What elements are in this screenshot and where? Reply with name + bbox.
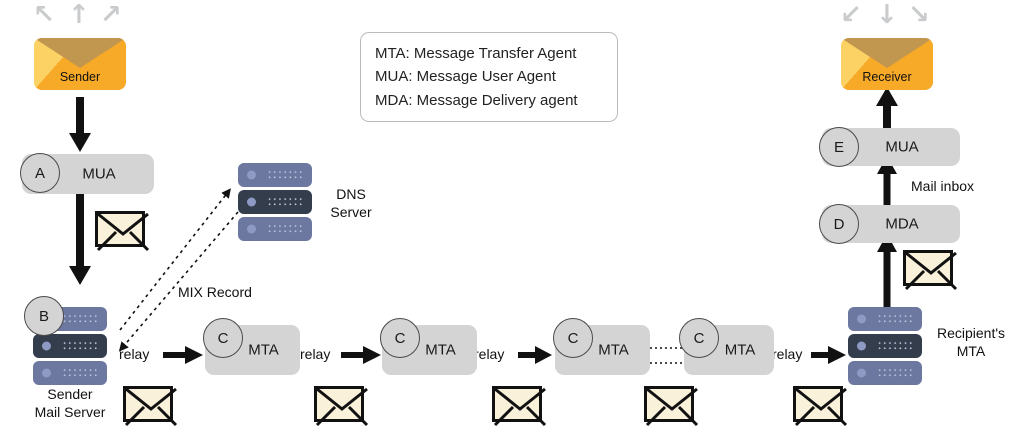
sender-mua-badge: A — [20, 153, 60, 193]
mta-label-1: MTA — [248, 341, 279, 359]
relay-arrow-3 — [518, 346, 552, 364]
mta-badge-3: C — [553, 318, 593, 358]
mta-box-4[interactable]: MTA — [684, 325, 774, 375]
mta-badge-4: C — [679, 318, 719, 358]
sender-mail-server-rack — [33, 307, 107, 385]
message-envelope-icon-4 — [492, 386, 547, 427]
relay-label-4: relay — [772, 346, 803, 362]
message-envelope-icon-3 — [314, 386, 369, 427]
relay-arrow-1 — [163, 346, 203, 364]
message-envelope-icon-2 — [123, 386, 178, 427]
relay-label-1: relay — [119, 346, 150, 362]
message-envelope-icon-7 — [903, 250, 958, 291]
message-envelope-icon-6 — [793, 386, 848, 427]
legend-line-mta: MTA: Message Transfer Agent — [375, 45, 577, 62]
legend-box: MTA: Message Transfer Agent MUA: Message… — [360, 32, 618, 122]
sender-mua-label: MUA — [82, 165, 116, 183]
recipient-mta-rack — [848, 307, 922, 385]
sender-envelope-label: Sender — [59, 70, 101, 84]
mta-label-2: MTA — [425, 341, 456, 359]
dns-server-label: DNS Server — [330, 186, 372, 220]
arrow-up-icon: ↑ — [68, 0, 90, 30]
recipient-mda-label: MDA — [885, 215, 919, 233]
relay-label-2: relay — [300, 346, 331, 362]
dns-server-rack — [238, 163, 312, 241]
receiver-envelope-label: Receiver — [862, 70, 912, 84]
relay-arrow-2 — [341, 346, 381, 364]
legend-line-mua: MUA: Message User Agent — [375, 68, 556, 86]
recipient-mua-badge: E — [819, 127, 859, 167]
message-envelope-icon-5 — [644, 386, 699, 427]
mta-label-4: MTA — [724, 341, 756, 359]
sender-mail-server-badge: B — [24, 296, 64, 336]
dotted-mta-ellipsis — [650, 347, 684, 364]
mta-label-3: MTA — [598, 341, 629, 359]
arrow-down-icon: ↓ — [876, 0, 898, 30]
mail-inbox-label: Mail inbox — [911, 178, 975, 194]
sender-envelope: Sender — [34, 38, 126, 90]
sender-mail-server-label: Sender Mail Server — [34, 386, 106, 420]
arrow-up-right-icon: ↗ — [100, 0, 122, 30]
mx-record-label: MIX Record — [178, 284, 252, 300]
arrow-mua-to-mailserver — [69, 193, 91, 285]
arrow-recipientmta-to-mda — [877, 234, 897, 307]
legend-line-mda: MDA: Message Delivery agent — [375, 91, 578, 109]
arrow-up-left-icon: ↖ — [33, 0, 55, 30]
message-envelope-icon-1 — [95, 211, 150, 252]
relay-label-3: relay — [474, 346, 505, 362]
recipient-mua-label: MUA — [885, 138, 919, 156]
recipient-mda-badge: D — [819, 204, 859, 244]
mta-badge-2: C — [380, 318, 420, 358]
mta-badge-1: C — [203, 318, 243, 358]
recipient-mta-label: Recipient's MTA — [936, 325, 1006, 359]
arrow-sender-to-mua — [69, 97, 91, 152]
arrow-mua-to-receiver — [876, 87, 898, 128]
relay-arrow-4 — [811, 346, 846, 364]
arrow-down-left-icon: ↙ — [840, 0, 862, 30]
arrow-down-right-icon: ↘ — [908, 0, 930, 30]
receiver-envelope: Receiver — [841, 38, 933, 90]
